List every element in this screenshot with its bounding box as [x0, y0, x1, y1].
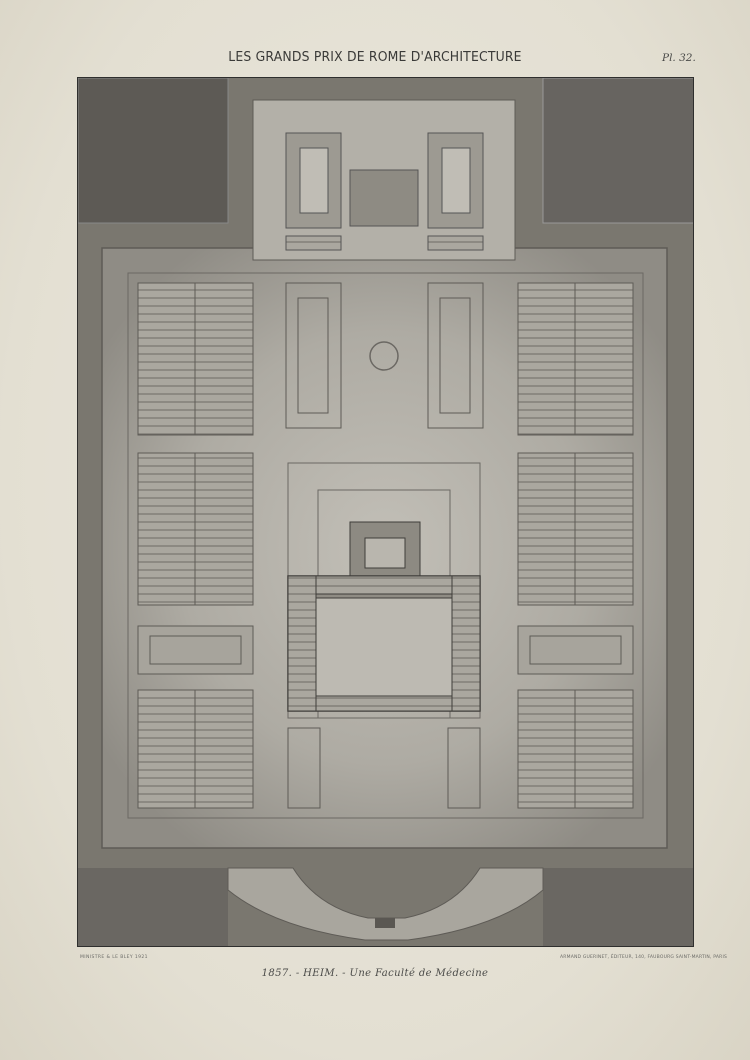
- plate-caption: 1857. - HEIM. - Une Faculté de Médecine: [261, 968, 489, 979]
- corner-plot-top-left: [78, 78, 229, 224]
- corner-plot-bottom-left: [78, 868, 228, 946]
- plate-number: Pl. 32.: [662, 52, 696, 64]
- corner-plot-top-right: [542, 78, 693, 224]
- left-gardens: [137, 282, 254, 809]
- corner-plot-bottom-right: [543, 868, 693, 946]
- right-gardens: [517, 282, 634, 809]
- page-title: LES GRANDS PRIX DE ROME D'ARCHITECTURE: [228, 49, 522, 65]
- upper-pavilions: [285, 132, 484, 251]
- entrance-exedra: [227, 867, 544, 941]
- side-courts: [285, 282, 484, 809]
- architectural-plan: [77, 77, 694, 947]
- central-building: [287, 462, 481, 719]
- plan-drawing: [78, 78, 693, 946]
- publisher-credit: ARMAND GUERINET, ÉDITEUR, 140, FAUBOURG …: [560, 955, 728, 960]
- fountain-basin: [369, 341, 399, 371]
- inner-walk: [127, 272, 644, 819]
- printer-credit: MINISTRE & LE BLEY 1921: [80, 955, 148, 960]
- entrance-gate: [375, 918, 395, 928]
